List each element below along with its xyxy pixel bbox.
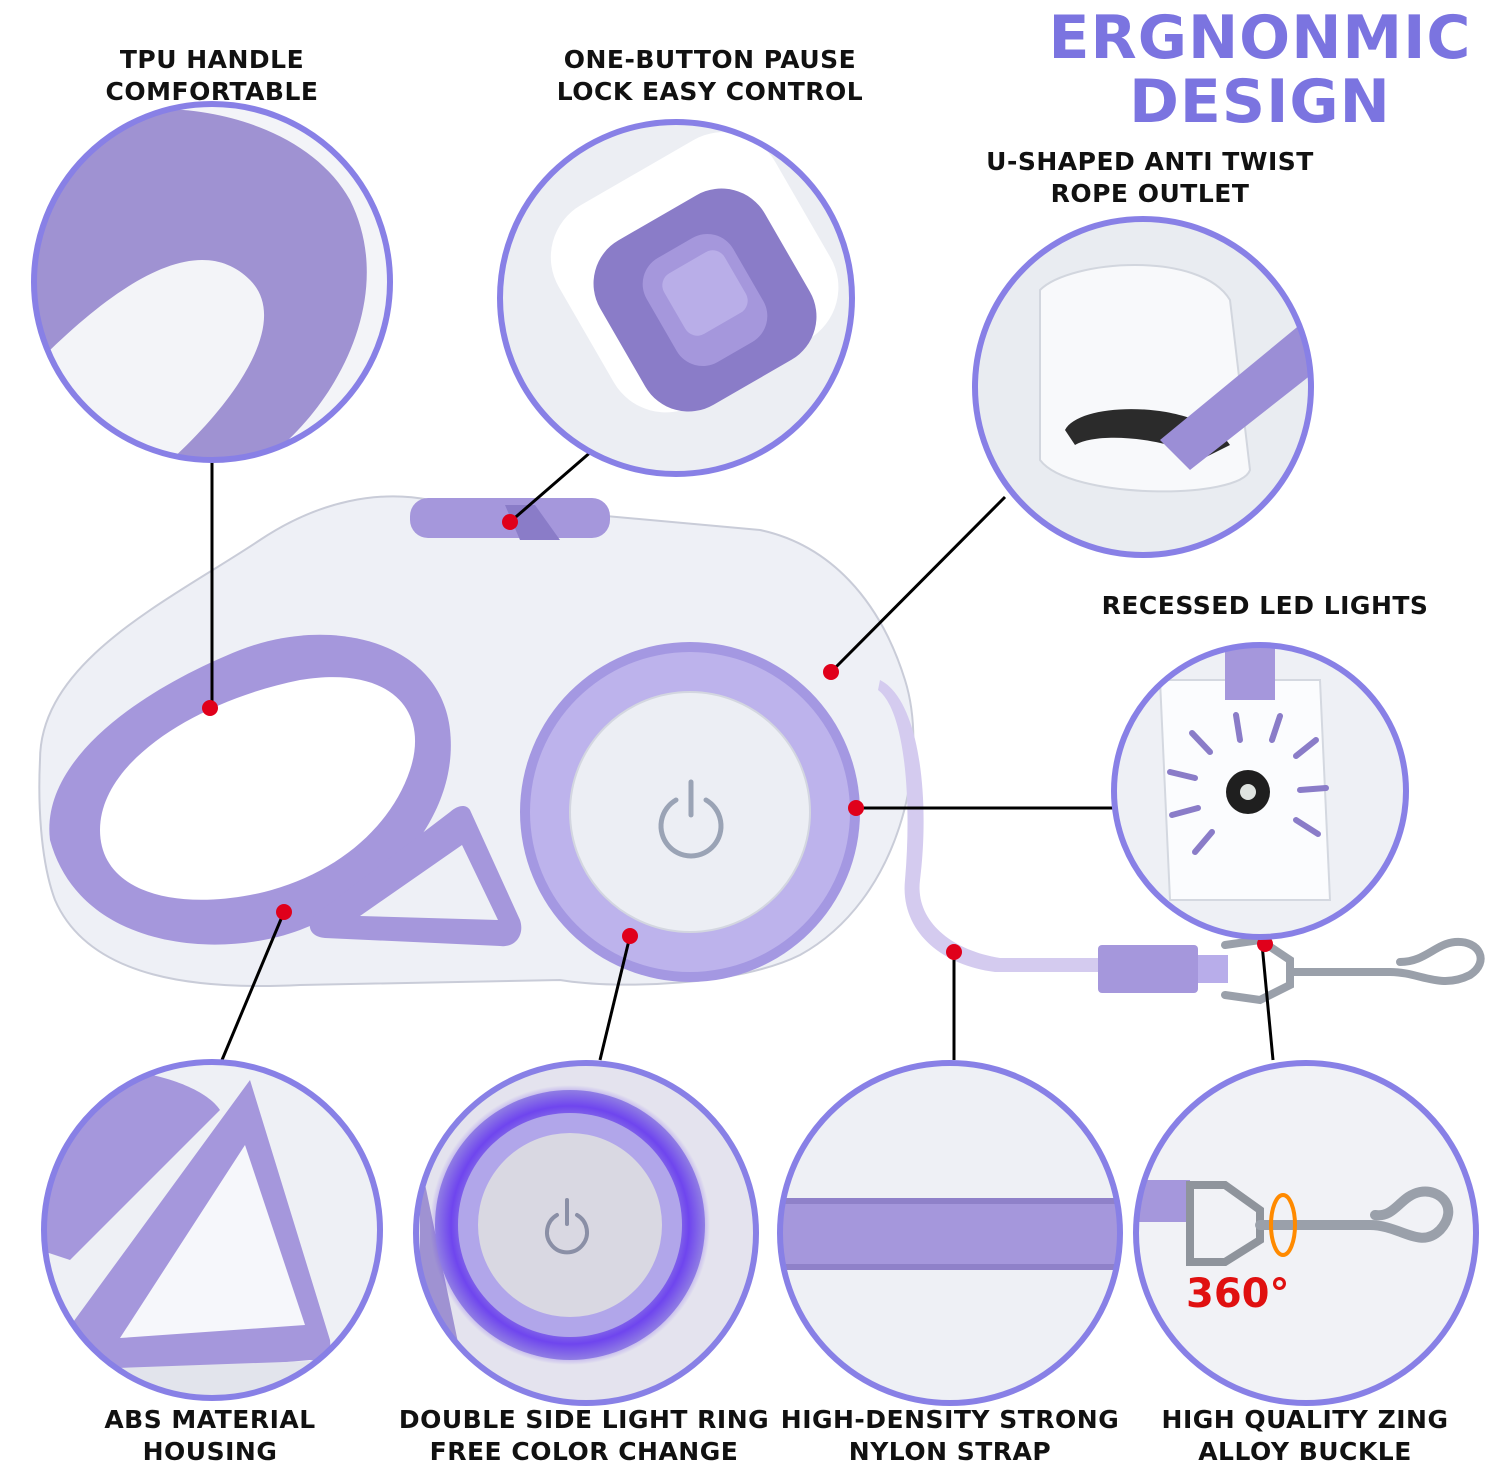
label-line: RECESSED LED LIGHTS (1101, 591, 1429, 620)
detail-handle (31, 101, 393, 463)
detail-rope-outlet (972, 216, 1314, 558)
detail-pause-button (497, 119, 855, 477)
swivel-arrow-icon (1269, 1193, 1297, 1257)
label-alloy-buckle: HIGH QUALITY ZING ALLOY BUCKLE (1140, 1404, 1470, 1468)
label-line: ABS MATERIAL (104, 1405, 316, 1434)
label-line: HIGH-DENSITY STRONG (780, 1405, 1120, 1434)
title-line-1: ERGNONMIC (1048, 3, 1472, 73)
detail-nylon-strap (777, 1060, 1123, 1406)
label-led-lights: RECESSED LED LIGHTS (1090, 590, 1440, 622)
callout-markers (202, 514, 1273, 960)
label-line: HOUSING (142, 1437, 278, 1466)
label-rope-outlet: U-SHAPED ANTI TWIST ROPE OUTLET (970, 146, 1330, 210)
label-line: DOUBLE SIDE LIGHT RING (398, 1405, 770, 1434)
power-icon (658, 779, 724, 859)
detail-alloy-buckle (1133, 1060, 1479, 1406)
label-line: FREE COLOR CHANGE (429, 1437, 739, 1466)
label-pause-lock: ONE-BUTTON PAUSE LOCK EASY CONTROL (520, 44, 900, 108)
nylon-strap (878, 680, 1100, 972)
label-nylon-strap: HIGH-DENSITY STRONG NYLON STRAP (780, 1404, 1120, 1468)
metal-clip (1221, 935, 1485, 1005)
led-rays-icon (1167, 712, 1329, 855)
detail-led-lights (1111, 642, 1409, 940)
label-tpu-handle: TPU HANDLE COMFORTABLE (62, 44, 362, 108)
label-line: ALLOY BUCKLE (1198, 1437, 1412, 1466)
handle-opening (100, 677, 416, 900)
detail-light-ring (413, 1060, 759, 1406)
label-line: ONE-BUTTON PAUSE (563, 45, 857, 74)
label-line: LOCK EASY CONTROL (556, 77, 864, 106)
label-line: COMFORTABLE (105, 77, 319, 106)
label-line: U-SHAPED ANTI TWIST (986, 147, 1314, 176)
label-line: TPU HANDLE (119, 45, 305, 74)
page-title: ERGNONMIC DESIGN (1040, 6, 1480, 134)
label-line: HIGH QUALITY ZING (1161, 1405, 1449, 1434)
label-line: NYLON STRAP (848, 1437, 1052, 1466)
power-icon (545, 1198, 589, 1255)
rotation-callout: 360° (1186, 1271, 1290, 1317)
label-line: ROPE OUTLET (1050, 179, 1250, 208)
title-line-2: DESIGN (1129, 67, 1391, 137)
callout-lines (210, 442, 1275, 1061)
leash-device (38, 495, 1485, 1005)
detail-abs-housing (41, 1059, 383, 1401)
strap-connector (1098, 945, 1198, 993)
label-light-ring: DOUBLE SIDE LIGHT RING FREE COLOR CHANGE (394, 1404, 774, 1468)
label-abs-housing: ABS MATERIAL HOUSING (60, 1404, 360, 1468)
